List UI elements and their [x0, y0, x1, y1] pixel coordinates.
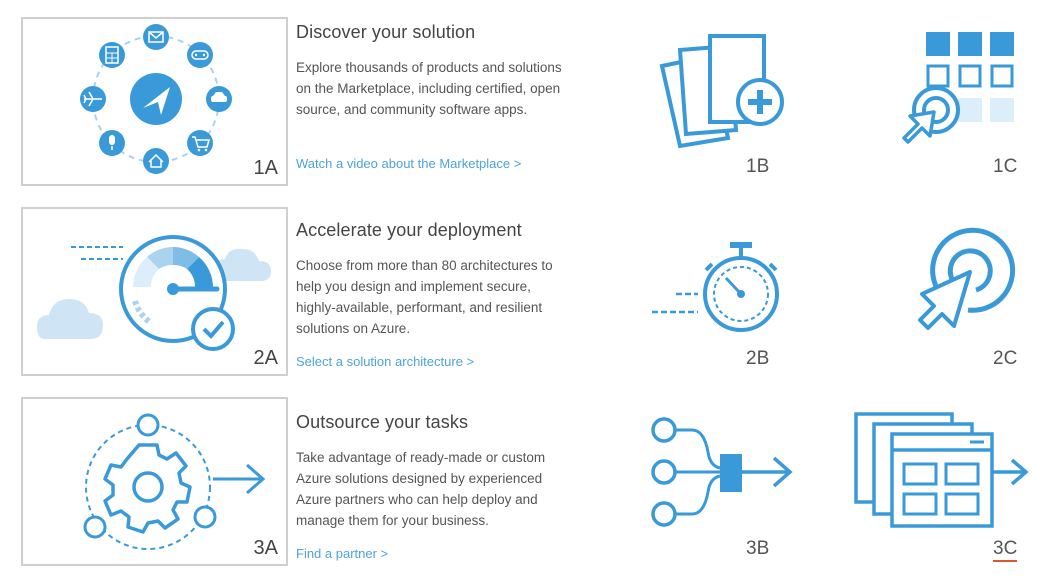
navigation-icon: [130, 73, 182, 125]
car-icon: [206, 86, 232, 112]
tile-label: 2B: [746, 348, 770, 369]
card-1a: 1A: [21, 17, 288, 186]
tile-label: 3C: [993, 538, 1018, 562]
merge-flow-icon: [651, 417, 793, 527]
tile-2c: 2C: [898, 224, 1028, 369]
marketplace-video-link[interactable]: Watch a video about the Marketplace >: [296, 156, 522, 171]
add-document-icon: [659, 34, 784, 149]
tile-label: 3B: [746, 538, 770, 559]
airplane-icon: [80, 86, 106, 112]
select-grid-icon: [902, 32, 1014, 144]
calculator-icon: [99, 42, 125, 68]
home-icon: [143, 148, 169, 174]
gear-icon: [103, 443, 192, 534]
outsource-illustration: [83, 413, 266, 550]
section-title: Accelerate your deployment: [296, 220, 522, 240]
gamepad-icon: [187, 42, 213, 68]
tile-label: 1B: [746, 156, 770, 177]
section-accelerate: Accelerate your deployment Choose from m…: [296, 220, 596, 369]
mail-icon: [143, 24, 169, 50]
tile-3c: 3C: [852, 410, 1032, 562]
section-title: Discover your solution: [296, 22, 476, 42]
section-description: Choose from more than 80 architectures t…: [296, 258, 553, 336]
target-cursor-icon: [918, 227, 1016, 330]
marketplace-illustration: [80, 24, 232, 174]
card-3a: 3A: [21, 397, 288, 566]
checkmark-icon: [191, 307, 235, 351]
tile-label: 1C: [993, 156, 1018, 177]
deployment-illustration: [37, 235, 271, 351]
section-description: Explore thousands of products and soluti…: [296, 60, 562, 117]
cloud-icon: [37, 248, 271, 339]
microphone-icon: [99, 130, 125, 156]
solution-architecture-link[interactable]: Select a solution architecture >: [296, 354, 475, 369]
tile-label: 2C: [993, 348, 1018, 369]
tile-2b: 2B: [650, 236, 790, 369]
find-partner-link[interactable]: Find a partner >: [296, 546, 389, 561]
card-2a: 2A: [21, 207, 288, 376]
tile-1c: 1C: [898, 30, 1028, 177]
tile-1b: 1B: [650, 30, 790, 177]
arrow-right-icon: [213, 463, 266, 495]
stopwatch-icon: [652, 242, 779, 332]
windows-export-icon: [854, 412, 1029, 528]
card-label: 2A: [253, 347, 278, 369]
section-outsource: Outsource your tasks Take advantage of r…: [296, 412, 596, 561]
cart-icon: [187, 130, 213, 156]
section-description: Take advantage of ready-made or custom A…: [296, 450, 546, 528]
section-title: Outsource your tasks: [296, 412, 469, 432]
tile-3b: 3B: [648, 414, 798, 559]
card-label: 1A: [253, 157, 278, 179]
section-discover: Discover your solution Explore thousands…: [296, 22, 596, 171]
card-label: 3A: [253, 537, 278, 559]
